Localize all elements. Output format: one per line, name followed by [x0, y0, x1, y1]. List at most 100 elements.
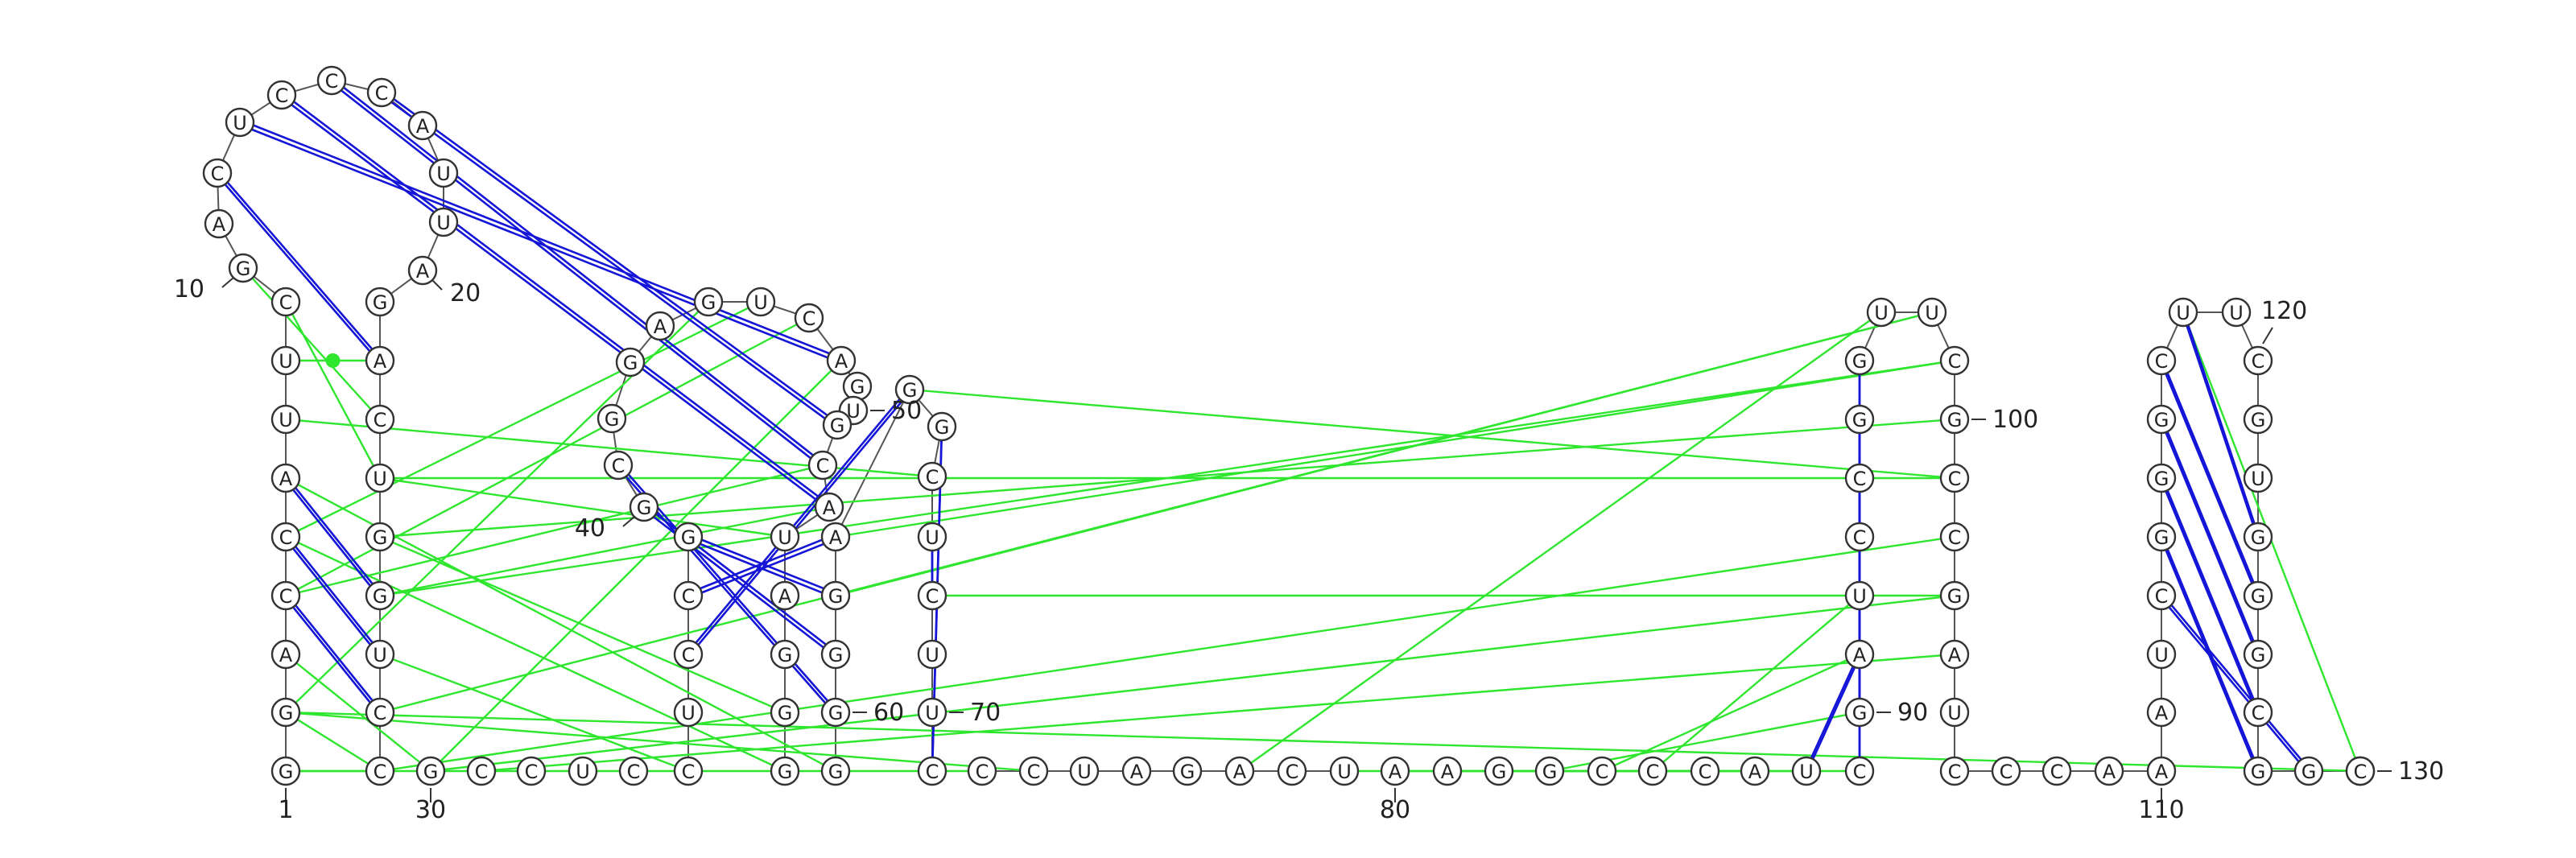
nucleotide-79: U [1329, 756, 1360, 786]
nucleotide-circle [365, 287, 395, 317]
nucleotide-letter: G [828, 702, 844, 724]
nucleotide-58: G [770, 756, 800, 786]
nucleotide-letter: U [846, 400, 861, 423]
noncanonical-pair-line [835, 359, 1955, 538]
nucleotide-circle [270, 463, 301, 493]
nucleotide-47: C [794, 303, 824, 333]
nucleotide-letter: G [1852, 409, 1868, 431]
nucleotide-letter: C [1948, 350, 1962, 373]
nucleotide-53: A [814, 492, 844, 522]
nucleotide-letter: C [803, 307, 816, 330]
nucleotide-letter: C [682, 644, 696, 666]
nucleotide-9: C [270, 287, 301, 317]
nucleotide-letter: C [2252, 702, 2265, 724]
nucleotide-letter: G [2301, 761, 2317, 783]
nucleotide-circle [270, 697, 301, 728]
nucleotide-128: G [2293, 756, 2324, 786]
nucleotide-circle [202, 158, 233, 188]
nucleotide-letter: C [1853, 761, 1867, 783]
nucleotide-20: A [407, 255, 438, 286]
nucleotide-circle [2146, 522, 2177, 552]
nucleotide-letter: G [279, 702, 294, 724]
nucleotide-letter: G [2251, 526, 2266, 549]
canonical-pair-line [2160, 475, 2260, 711]
nucleotide-letter: G [1542, 761, 1558, 783]
position-label-80: 80 [1380, 796, 1410, 824]
position-label-40: 40 [575, 514, 605, 542]
nucleotide-81: A [1432, 756, 1463, 786]
nucleotide-80: A [1380, 756, 1410, 786]
nucleotide-circle [917, 580, 947, 611]
nucleotide-letter: G [681, 526, 696, 549]
nucleotide-letter: A [1748, 761, 1762, 783]
nucleotide-circle [597, 403, 627, 434]
nucleotide-91: A [1844, 639, 1875, 670]
nucleotide-113: C [2146, 580, 2177, 611]
nucleotide-letter: A [374, 350, 387, 373]
noncanonical-pair-line [285, 711, 381, 773]
nucleotide-letter: U [1077, 761, 1092, 783]
nucleotide-circle [615, 347, 646, 377]
nucleotide-letter: C [279, 291, 293, 314]
nucleotide-41: C [603, 450, 634, 481]
nucleotide-102: C [1939, 522, 1970, 552]
nucleotide-letter: C [2050, 761, 2064, 783]
canonical-pair-line [281, 96, 830, 511]
nucleotide-letter: G [830, 415, 845, 437]
nucleotide-circle [770, 756, 800, 786]
nucleotide-83: G [1534, 756, 1565, 786]
nucleotide-7: U [270, 404, 301, 435]
nucleotide-95: G [1844, 404, 1875, 435]
nucleotide-circle [917, 639, 947, 670]
position-tick [221, 277, 234, 288]
nucleotide-circle [1844, 404, 1875, 435]
nucleotide-letter: G [935, 416, 950, 439]
nucleotide-letter: A [1233, 761, 1247, 783]
nucleotide-letter: U [1925, 302, 1939, 324]
filled-dot-mark [325, 353, 341, 368]
nucleotide-letter: C [816, 455, 830, 477]
canonical-pair-line [643, 503, 836, 654]
position-label-50: 50 [891, 397, 922, 425]
nucleotide-60: G [820, 697, 851, 728]
nucleotide-circle [365, 756, 395, 786]
nucleotide-circle [266, 80, 297, 110]
nucleotide-90: G [1844, 697, 1875, 728]
nucleotide-circle [814, 492, 844, 522]
nucleotide-109: A [2094, 756, 2124, 786]
nucleotide-letter: U [373, 644, 387, 666]
nucleotide-letter: G [778, 644, 793, 666]
nucleotide-letter: G [828, 761, 844, 783]
nucleotide-circle [2243, 580, 2273, 611]
nucleotide-68: C [917, 580, 947, 611]
nucleotide-1: G [270, 756, 301, 786]
nucleotide-circle [1844, 345, 1875, 376]
position-label-120: 120 [2261, 297, 2307, 325]
nucleotide-letter: U [2251, 468, 2265, 490]
nucleotide-letter: C [275, 85, 289, 107]
nucleotide-letter: G [1852, 702, 1868, 724]
nucleotide-circle [2146, 580, 2177, 611]
nucleotide-121: G [2243, 404, 2273, 435]
position-label-130: 130 [2398, 757, 2444, 786]
canonical-pair-line [687, 391, 910, 658]
nucleotide-letter: U [279, 350, 293, 373]
nucleotide-letter: C [2155, 585, 2169, 608]
nucleotide-letter: A [2155, 702, 2169, 724]
nucleotide-circle [1844, 463, 1875, 493]
nucleotide-119: U [2221, 297, 2252, 328]
nucleotide-122: U [2243, 463, 2273, 493]
nucleotide-125: G [2243, 639, 2273, 670]
nucleotide-39: G [673, 522, 704, 552]
nucleotide-circle [2243, 697, 2273, 728]
nucleotide-circle [270, 522, 301, 552]
canonical-pair-line [284, 592, 382, 711]
nucleotide-circle [365, 522, 395, 552]
position-label-90: 90 [1897, 699, 1928, 727]
canonical-pair-line [284, 475, 382, 594]
nucleotide-circle [807, 450, 838, 481]
noncanonical-pair-line [1239, 311, 1882, 772]
nucleotide-110: A [2146, 756, 2177, 786]
nucleotide-35: C [673, 756, 704, 786]
